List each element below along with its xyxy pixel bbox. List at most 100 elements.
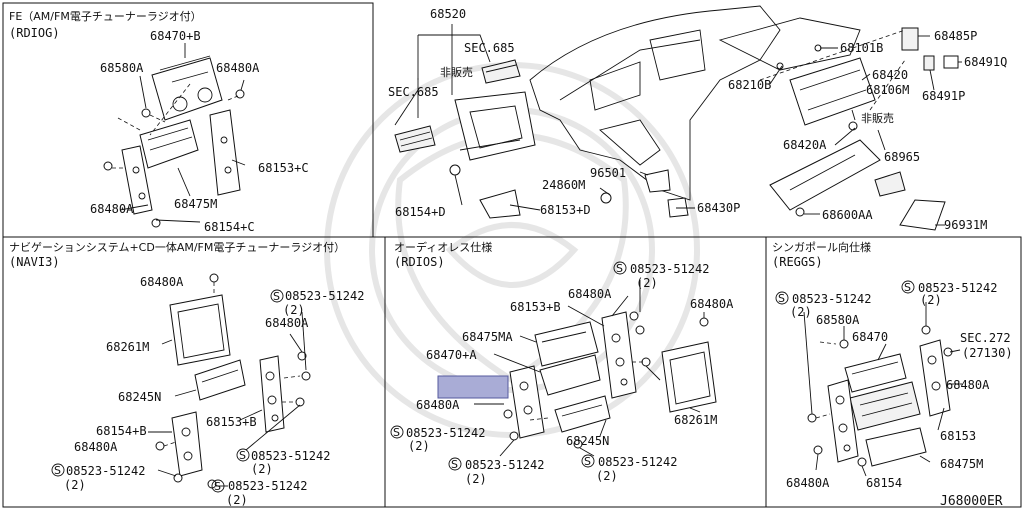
navi-screw-right: S 08523-51242 (2) — [236, 448, 330, 476]
label-navi-qty-right: (2) — [251, 462, 273, 476]
label-audio-qty-top: (2) — [636, 276, 658, 290]
label-hihanbai-a: 非販売 — [440, 66, 473, 79]
audio-screw-left: S 08523-51242 (2) — [390, 425, 485, 453]
label-sg-68480a-r: 68480A — [946, 378, 990, 392]
label-audio-68470a: 68470+A — [426, 348, 477, 362]
label-navi-68261m: 68261M — [106, 340, 149, 354]
audio-screw-bottom-right: S 08523-51242 (2) — [581, 454, 677, 483]
singapore-screw-right: S 08523-51242 (2) — [901, 280, 997, 307]
label-navi-68480a-mid: 68480A — [265, 316, 309, 330]
label-hihanbai-b: 非販売 — [861, 112, 894, 125]
label-68420a: 68420A — [783, 138, 827, 152]
panel-navi: ナビゲーションシステム+CD一体AM/FM電子チューナーラジオ付） (NAVI3… — [9, 240, 364, 507]
diagram-code: J68000ER — [940, 494, 1003, 509]
label-navi-qty-top: (2) — [283, 303, 305, 317]
screw-symbol-icon: S — [239, 449, 246, 462]
audio-drawing — [437, 280, 717, 457]
label-96501: 96501 — [590, 166, 626, 180]
label-audio-qty-br: (2) — [596, 469, 618, 483]
label-sg-68480a-l: 68480A — [786, 476, 830, 490]
label-68485p: 68485P — [934, 29, 977, 43]
label-audio-08523-bot: 08523-51242 — [465, 458, 544, 472]
panel-main: 68520 SEC.685 非販売 SEC.685 68154+D 68153+… — [388, 5, 1007, 232]
label-audio-08523-top: 08523-51242 — [630, 262, 709, 276]
audio-screw-bottom: S 08523-51242 (2) — [448, 457, 544, 486]
panel-fe-code: (RDIOG) — [9, 26, 60, 40]
highlight-region — [437, 375, 509, 399]
label-68430p: 68430P — [697, 201, 740, 215]
label-68965: 68965 — [884, 150, 920, 164]
label-audio-08523-br: 08523-51242 — [598, 455, 677, 469]
navi-drawing — [148, 273, 311, 489]
panel-audio: オーディオレス仕様 (RDIOS) — [390, 240, 734, 486]
label-96931m: 96931M — [944, 218, 987, 232]
label-audio-qty-left: (2) — [408, 439, 430, 453]
label-navi-08523-right: 08523-51242 — [251, 449, 330, 463]
screw-symbol-icon: S — [904, 281, 911, 294]
navi-screw-top: S 08523-51242 (2) — [270, 289, 364, 317]
label-sg-sec272-sub: (27130) — [962, 346, 1013, 360]
label-audio-08523-left: 08523-51242 — [406, 426, 485, 440]
panel-fe-title: FE（AM/FM電子チューナーラジオ付） — [9, 10, 202, 23]
label-68475m: 68475M — [174, 197, 217, 211]
panel-audio-title: オーディオレス仕様 — [394, 240, 492, 254]
label-audio-68153b: 68153+B — [510, 300, 561, 314]
label-navi-68153b: 68153+B — [206, 415, 257, 429]
label-sec685-b: SEC.685 — [388, 85, 439, 99]
label-sg-08523-r: 08523-51242 — [918, 281, 997, 295]
label-navi-68480a-top: 68480A — [140, 275, 184, 289]
screw-symbol-icon: S — [393, 426, 400, 439]
label-68480a-top: 68480A — [216, 61, 260, 75]
navi-screw-left: S 08523-51242 (2) — [51, 463, 145, 492]
label-sg-qty-l: (2) — [790, 305, 812, 319]
label-68210b: 68210B — [728, 78, 771, 92]
label-68153c: 68153+C — [258, 161, 309, 175]
label-sg-68580a: 68580A — [816, 313, 860, 327]
screw-symbol-icon: S — [616, 262, 623, 275]
label-sg-68154: 68154 — [866, 476, 902, 490]
navi-screw-bottom: S 08523-51242 (2) — [211, 479, 307, 507]
label-sg-68470: 68470 — [852, 330, 888, 344]
label-24860m: 24860M — [542, 178, 585, 192]
label-navi-08523-bot: 08523-51242 — [228, 479, 307, 493]
panel-audio-code: (RDIOS) — [394, 255, 445, 269]
screw-symbol-icon: S — [451, 458, 458, 471]
panel-singapore-title: シンガポール向仕様 — [772, 240, 871, 254]
label-audio-68475ma: 68475MA — [462, 330, 513, 344]
panel-singapore: シンガポール向仕様 (REGGS) — [772, 240, 1013, 490]
screw-symbol-icon: S — [54, 464, 61, 477]
label-sg-68153: 68153 — [940, 429, 976, 443]
label-68520: 68520 — [430, 7, 466, 21]
label-navi-68245n: 68245N — [118, 390, 161, 404]
screw-symbol-icon: S — [214, 480, 221, 493]
label-68470b: 68470+B — [150, 29, 201, 43]
singapore-drawing — [803, 302, 962, 477]
label-68154c: 68154+C — [204, 220, 255, 234]
label-navi-08523-left: 08523-51242 — [66, 464, 145, 478]
panel-navi-code: (NAVI3) — [9, 255, 60, 269]
screw-symbol-icon: S — [584, 455, 591, 468]
screw-symbol-icon: S — [778, 292, 785, 305]
panel-navi-title: ナビゲーションシステム+CD一体AM/FM電子チューナーラジオ付） — [9, 240, 345, 254]
label-68580a: 68580A — [100, 61, 144, 75]
audio-screw-top: S 08523-51242 (2) — [613, 261, 709, 290]
label-audio-68245n: 68245N — [566, 434, 609, 448]
label-68491p: 68491P — [922, 89, 965, 103]
label-navi-qty-bot: (2) — [226, 493, 248, 507]
label-68491q: 68491Q — [964, 55, 1007, 69]
label-navi-68154b: 68154+B — [96, 424, 147, 438]
label-sg-68475m: 68475M — [940, 457, 983, 471]
label-navi-qty-left: (2) — [64, 478, 86, 492]
label-audio-68480a-c: 68480A — [416, 398, 460, 412]
label-sg-08523-l: 08523-51242 — [792, 292, 871, 306]
label-68600aa: 68600AA — [822, 208, 873, 222]
label-audio-68480a-b: 68480A — [690, 297, 734, 311]
label-68480a-left: 68480A — [90, 202, 134, 216]
panel-singapore-code: (REGGS) — [772, 255, 823, 269]
label-68420: 68420 — [872, 68, 908, 82]
main-drawing — [394, 5, 962, 231]
label-sg-qty-r: (2) — [920, 293, 942, 307]
label-navi-68480a-left: 68480A — [74, 440, 118, 454]
label-68153d: 68153+D — [540, 203, 591, 217]
